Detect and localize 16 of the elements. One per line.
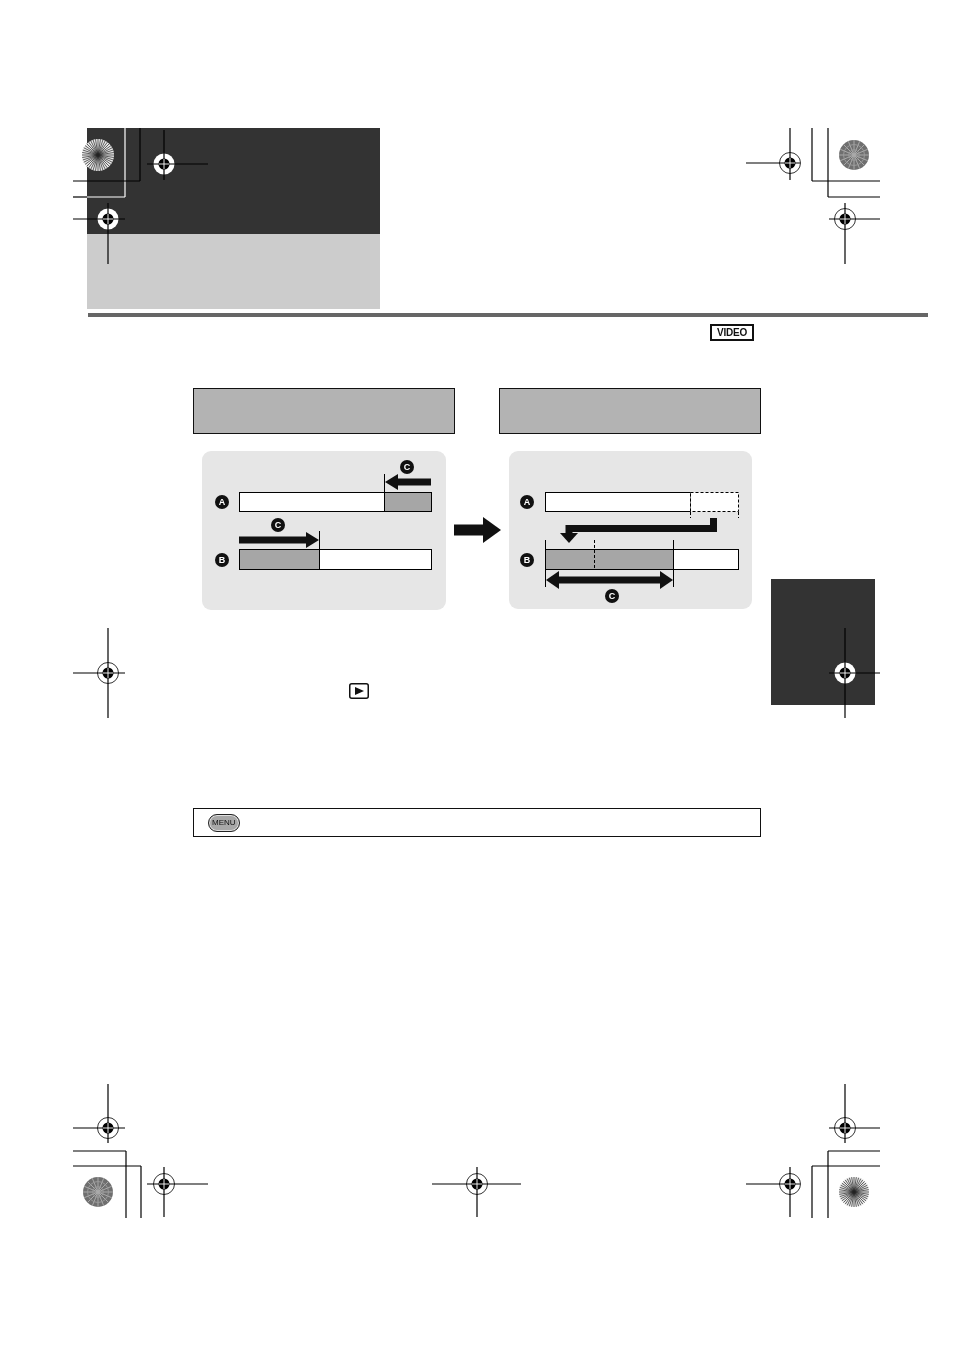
heading-bar [193,388,455,434]
callout-letter: C [271,518,285,532]
instruction-bar [193,808,761,837]
mode-badge: VIDEO [710,324,755,341]
timeline-panel [509,451,752,609]
callout-letter: C [400,460,414,474]
side-tab [771,579,875,705]
menu-key: MENU [208,814,240,832]
callout-letter: C [605,589,619,603]
callout-letter: B [520,553,534,567]
callout-letter: A [215,495,229,509]
callout-letter: A [520,495,534,509]
callout-letter: B [215,553,229,567]
timeline-panel [202,451,446,610]
heading-bar [499,388,761,434]
block-arrow [454,517,501,543]
